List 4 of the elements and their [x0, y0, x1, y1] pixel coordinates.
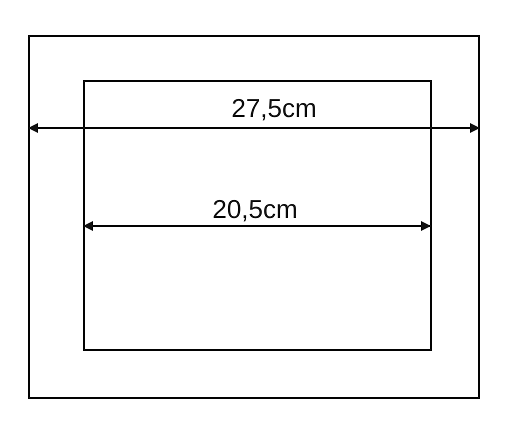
dimension-label: 20,5cm [212, 194, 298, 225]
frame-rectangle [83, 80, 432, 351]
dimension-label: 27,5cm [231, 93, 317, 124]
frame-rectangle [28, 35, 480, 399]
